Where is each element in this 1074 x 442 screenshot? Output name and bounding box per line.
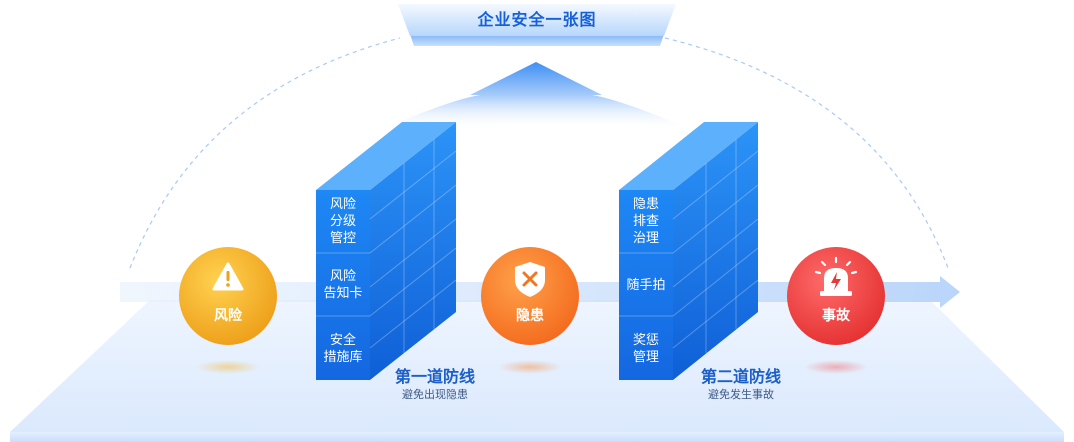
second-line-item-snapshot: 随手拍 [626, 278, 666, 293]
second-line-subtitle: 避免发生事故 [708, 388, 774, 401]
alarm-siren-icon [814, 256, 858, 296]
first-defense-wall [316, 122, 457, 380]
shield-x-icon [515, 262, 545, 297]
first-line-item-safety-measures: 安全 措施库 [323, 333, 363, 365]
second-line-title: 第二道防线 [700, 367, 781, 386]
page-title: 企业安全一张图 [477, 10, 597, 29]
second-defense-wall [619, 122, 759, 380]
hazard-shadow [498, 360, 562, 374]
hazard-label: 隐患 [516, 308, 544, 324]
accident-shadow [804, 360, 868, 374]
first-line-item-risk-card: 风险 告知卡 [323, 269, 363, 301]
second-line-item-reward-penalty: 奖惩 管理 [632, 333, 659, 365]
second-line-item-hazard-inspection: 隐患 排查 治理 [632, 197, 659, 246]
first-line-item-risk-control: 风险 分级 管控 [329, 197, 356, 246]
first-line-subtitle: 避免出现隐患 [402, 388, 468, 401]
upward-arrow [380, 62, 692, 130]
first-line-title: 第一道防线 [394, 367, 475, 386]
dome-arc-right [664, 37, 949, 269]
title-banner-base [410, 34, 664, 46]
risk-circle [179, 247, 277, 345]
risk-shadow [196, 360, 260, 374]
title-banner [398, 4, 676, 36]
risk-label: 风险 [214, 308, 242, 324]
dome-arc-left [129, 37, 401, 269]
warning-triangle-icon [212, 262, 244, 291]
floor-edge [10, 432, 1064, 442]
accident-label: 事故 [822, 308, 850, 324]
